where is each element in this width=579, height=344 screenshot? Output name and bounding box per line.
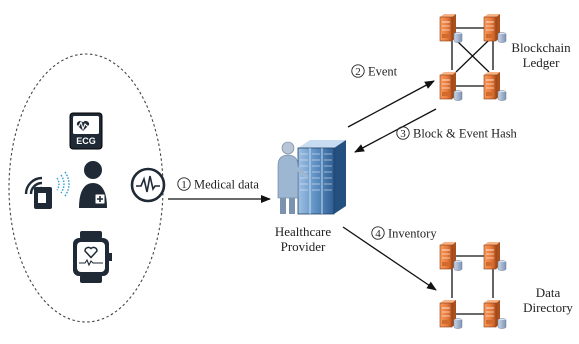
ledger-server-2 (483, 13, 507, 43)
ledger-server-4 (483, 71, 507, 101)
step-1-marker (177, 177, 191, 191)
event-label: 2 Event (351, 64, 398, 79)
server-rack-icon (297, 140, 346, 215)
step-1-number: 1 (181, 179, 187, 191)
healthcare-provider-icon (277, 140, 346, 215)
step-2-number: 2 (355, 66, 361, 78)
wireless-sensor-icon (24, 176, 52, 209)
data-directory-label-line2: Directory (523, 300, 573, 315)
inventory-text: Inventory (388, 227, 437, 241)
step-3-number: 3 (400, 128, 406, 140)
data-directory-icon (439, 241, 507, 329)
ecg-label: ECG (76, 136, 96, 146)
patient-icon (79, 161, 107, 208)
healthcare-provider-label-line2: Provider (281, 239, 326, 254)
operator-person-icon (277, 141, 308, 214)
step-4-marker (371, 226, 385, 240)
directory-server-4 (483, 299, 507, 329)
inventory-label: 4 Inventory (371, 226, 437, 241)
blockchain-links (451, 27, 494, 87)
smartwatch-icon (73, 231, 112, 283)
directory-links (451, 255, 494, 315)
event-text: Event (368, 65, 398, 79)
blockchain-ledger-label-line1: Blockchain (511, 40, 571, 55)
directory-server-2 (483, 241, 507, 271)
signal-waves-icon (56, 171, 70, 197)
block-event-hash-text: Block & Event Hash (413, 127, 518, 141)
blockchain-ledger-label-line2: Ledger (523, 55, 560, 70)
block-event-hash-arrow (354, 108, 437, 153)
heart-rate-monitor-icon (130, 167, 166, 203)
medical-data-label: 1 Medical data (177, 177, 259, 192)
data-directory-label-line1: Data (536, 285, 561, 300)
event-arrow (347, 80, 435, 128)
step-4-number: 4 (375, 228, 381, 240)
inventory-arrow (342, 226, 437, 291)
block-event-hash-label: 3 Block & Event Hash (396, 126, 518, 141)
ecg-monitor-icon: ECG (69, 112, 103, 150)
step-2-marker (351, 64, 365, 78)
iot-device-cluster: ECG (8, 53, 166, 323)
blockchain-ledger-icon (439, 13, 507, 101)
step-3-marker (396, 126, 410, 140)
healthcare-provider-label-line1: Healthcare (275, 224, 332, 239)
medical-data-text: Medical data (194, 178, 259, 192)
